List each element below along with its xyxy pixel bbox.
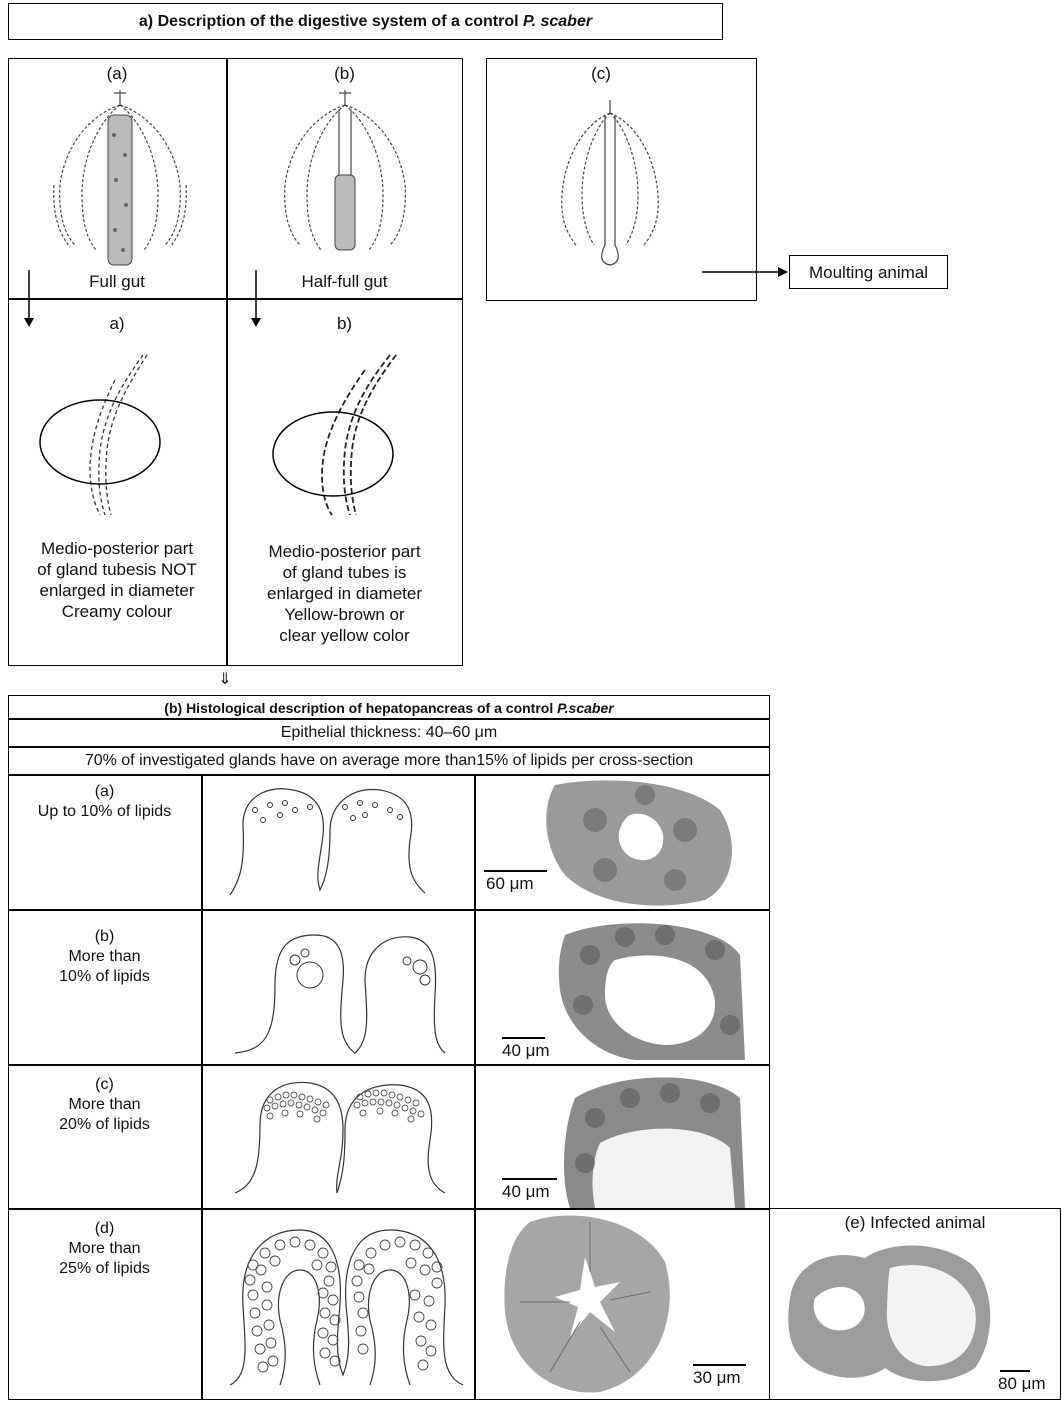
- moulting-animal-label: Moulting animal: [790, 262, 947, 283]
- moulting-gut-drawing: [540, 95, 680, 275]
- infected-label: (e) Infected animal: [769, 1213, 1061, 1233]
- scale-label-d: 30 μm: [693, 1368, 741, 1388]
- scale-bar-e: [1000, 1370, 1030, 1372]
- scale-bar-b: [502, 1037, 545, 1039]
- row-c-schematic: [225, 1075, 465, 1200]
- row-d-micrograph: [500, 1212, 675, 1397]
- epithelial-thickness: Epithelial thickness: 40–60 μm: [8, 723, 770, 743]
- full-gut-caption: Full gut: [8, 271, 226, 292]
- infected-micrograph: [785, 1238, 1000, 1386]
- row-a-schematic: [225, 785, 465, 900]
- detail-b-text: Medio-posterior part of gland tubes is e…: [226, 541, 463, 646]
- scale-bar-c: [502, 1178, 557, 1180]
- detail-a-drawing: [35, 350, 195, 520]
- moulting-animal-box: Moulting animal: [789, 255, 948, 289]
- half-full-gut-drawing: [255, 85, 435, 270]
- row-a-micrograph: [535, 780, 760, 905]
- scale-label-e: 80 μm: [998, 1374, 1046, 1394]
- section-a-title-box: a) Description of the digestive system o…: [8, 3, 723, 40]
- detail-a-text: Medio-posterior part of gland tubesis NO…: [8, 538, 226, 622]
- row-d-schematic: [225, 1225, 465, 1390]
- section-b-title: (b) Histological description of hepatopa…: [8, 700, 770, 716]
- scale-bar-a: [484, 870, 547, 872]
- row-a-desc: (a) Up to 10% of lipids: [8, 782, 201, 822]
- row-c-desc: (c) More than 20% of lipids: [8, 1075, 201, 1135]
- grid-horizontal-divider: [8, 298, 463, 300]
- scale-bar-d: [693, 1364, 746, 1366]
- row-b-schematic: [225, 925, 465, 1060]
- moulting-arrow: [700, 264, 790, 280]
- panel-b-label: (b): [226, 63, 463, 84]
- row-d-desc: (d) More than 25% of lipids: [8, 1219, 201, 1279]
- row-b-desc: (b) More than 10% of lipids: [8, 927, 201, 987]
- scale-label-c: 40 μm: [502, 1182, 550, 1202]
- panel-a-label: (a): [8, 63, 226, 84]
- full-gut-drawing: [30, 85, 210, 270]
- lipid-summary: 70% of investigated glands have on avera…: [8, 751, 770, 771]
- scale-label-a: 60 μm: [486, 874, 534, 894]
- detail-b-drawing: [270, 350, 430, 520]
- row-b-micrograph: [555, 915, 750, 1060]
- row-c-micrograph: [555, 1068, 750, 1208]
- detail-a-label: a): [8, 313, 226, 334]
- panel-c-label: (c): [486, 63, 716, 84]
- scale-label-b: 40 μm: [502, 1041, 550, 1061]
- detail-b-label: b): [226, 313, 463, 334]
- section-down-arrow: ⇓: [210, 669, 240, 690]
- section-a-title: a) Description of the digestive system o…: [9, 13, 722, 31]
